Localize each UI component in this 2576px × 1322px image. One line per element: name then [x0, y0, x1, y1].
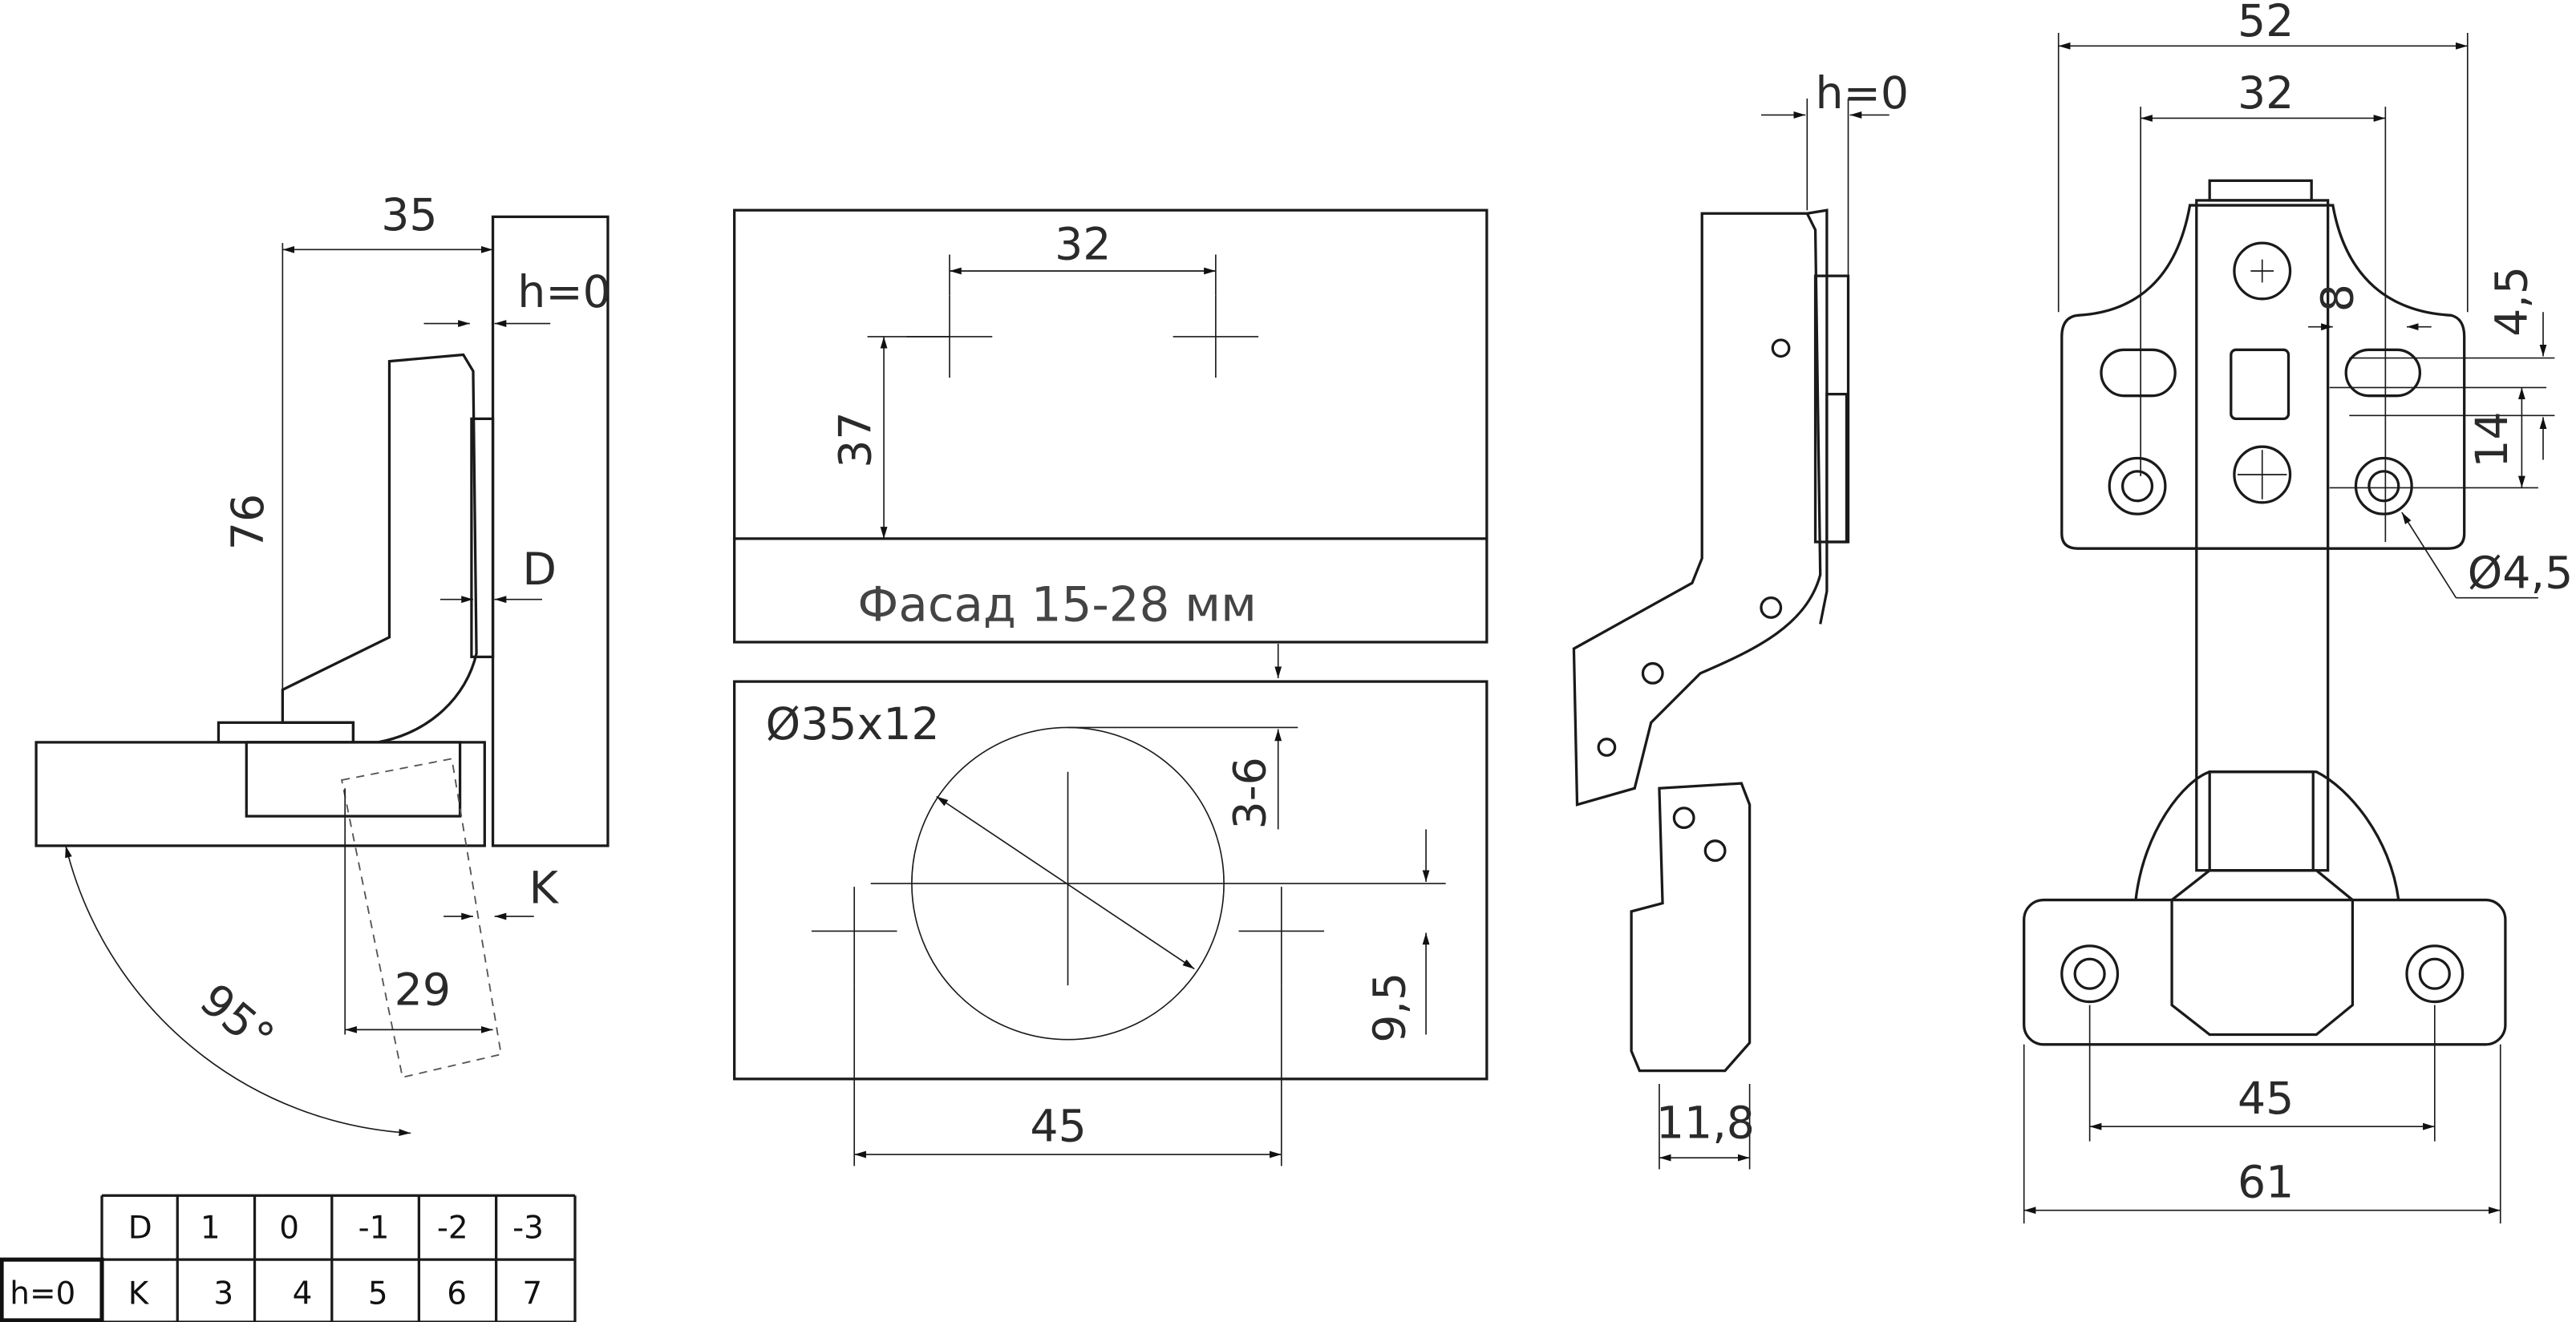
dim-32-drill: 32 [1055, 220, 1111, 271]
table-k-value: 5 [368, 1276, 388, 1312]
left-side-view: 35 h=0 76 D K 95° 29 [34, 190, 611, 1136]
table-d-value: 0 [279, 1211, 299, 1247]
label-h0-right: h=0 [1816, 68, 1910, 119]
table-k-value: 4 [293, 1276, 313, 1312]
dim-29: 29 [395, 965, 451, 1017]
dim-61: 61 [2238, 1157, 2294, 1208]
table-d-value: -2 [437, 1211, 468, 1247]
dim-76: 76 [223, 494, 274, 550]
dim-35: 35 [381, 190, 437, 241]
dim-3-6: 3-6 [1225, 757, 1276, 829]
hinge-arm [281, 353, 478, 744]
table-k-value: 3 [213, 1276, 233, 1312]
door-panel [34, 741, 486, 847]
label-h0-left: h=0 [517, 267, 611, 318]
hinge-cup [245, 741, 462, 818]
dim-14: 14 [2467, 411, 2518, 467]
table-k-value: 7 [522, 1276, 542, 1312]
arm-base [217, 721, 355, 744]
dim-9-5: 9,5 [1364, 972, 1416, 1043]
dim-45-drill: 45 [1030, 1102, 1086, 1153]
table-row-label: h=0 [10, 1276, 75, 1312]
table-d-value: -3 [512, 1211, 544, 1247]
table-k-value: 6 [447, 1276, 467, 1312]
table-d-value: 1 [200, 1211, 221, 1247]
hinge-side-view: 11,8 h=0 [1572, 68, 1910, 1170]
d-k-table: h=0 D K 1 0 -1 -2 -3 3 4 5 6 7 [0, 1194, 577, 1322]
facade-label: Фасад 15-28 мм [857, 577, 1257, 633]
dim-52: 52 [2238, 0, 2294, 47]
dim-11-8: 11,8 [1656, 1098, 1755, 1150]
mounting-plate [470, 417, 495, 659]
table-d-header: D [128, 1211, 152, 1247]
label-k: K [529, 863, 560, 915]
angle-95: 95° [190, 974, 283, 1064]
hole-diameter: Ø4,5 [2468, 548, 2573, 599]
label-d: D [522, 544, 557, 596]
dim-37: 37 [831, 411, 882, 467]
dim-45-front: 45 [2238, 1073, 2294, 1125]
hinge-front-view: 52 32 8 4,5 14 Ø4,5 45 61 [2023, 0, 2573, 1224]
table-d-value: -1 [358, 1211, 390, 1247]
dim-4-5: 4,5 [2487, 266, 2538, 337]
cup-label: Ø35x12 [766, 699, 940, 750]
drilling-diagram-bottom: Ø35x12 3-6 9,5 45 [733, 643, 1488, 1166]
dim-8: 8 [2312, 284, 2363, 312]
table-k-header: K [128, 1276, 150, 1312]
dim-32-front: 32 [2238, 68, 2294, 119]
drilling-diagram-top: 32 37 Фасад 15-28 мм [733, 208, 1488, 644]
